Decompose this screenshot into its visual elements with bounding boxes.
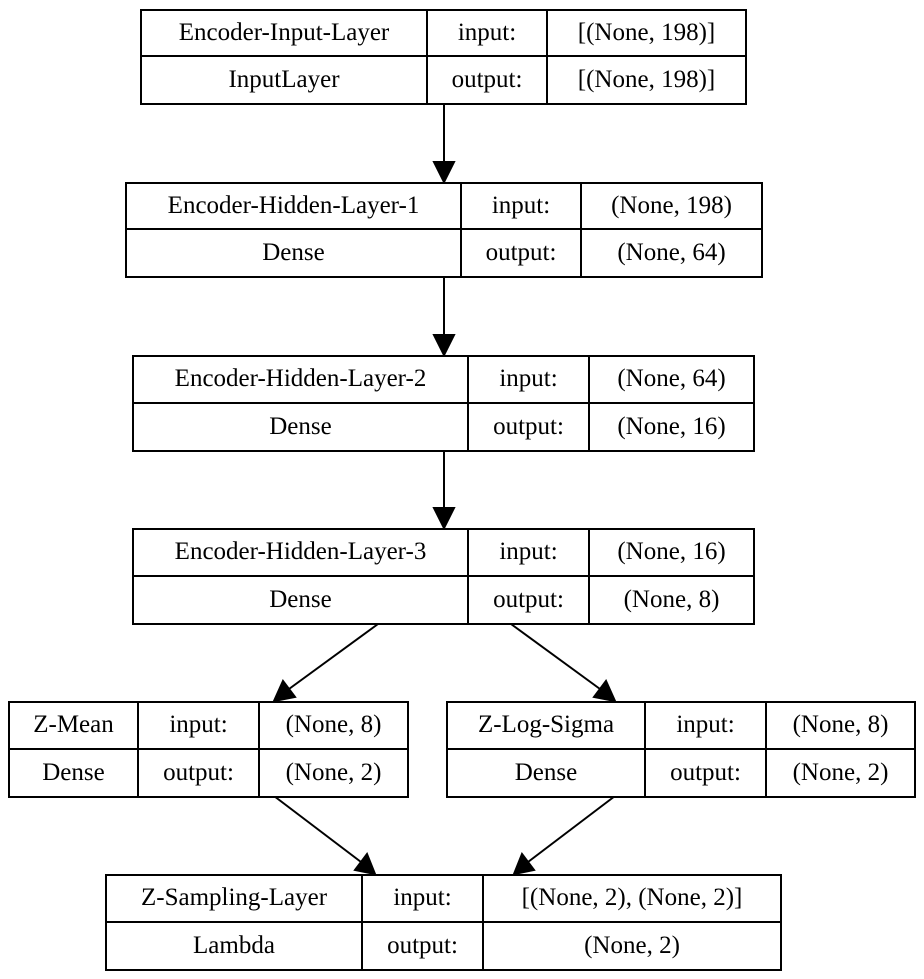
input-label: input: [469,357,590,404]
output-shape: [(None, 198)] [577,66,716,93]
arrowhead-icon [432,507,456,531]
input-shape: (None, 64) [590,357,753,404]
output-label: output: [646,749,767,796]
output-shape: (None, 2) [584,931,680,959]
output-label: output: [469,576,590,623]
input-shape: (None, 8) [767,703,914,750]
arrowhead-icon [272,679,297,703]
edge-hidden-3-to-z-log-sigma [510,623,601,690]
output-label: output: [469,403,590,450]
input-label: input: [363,876,484,923]
node-z-mean: Z-Mean input: (None, 8) Dense output: (N… [8,701,409,798]
input-shape: (None, 198) [582,184,761,230]
layer-name: Z-Log-Sigma [448,703,646,750]
layer-name: Encoder-Input-Layer [142,11,428,57]
node-z-sampling-layer: Z-Sampling-Layer input: [(None, 2), (Non… [105,874,782,971]
layer-type: Lambda [107,922,363,969]
output-shape: (None, 16) [617,412,726,440]
output-label: output: [462,230,582,276]
layer-name: Encoder-Hidden-Layer-1 [127,184,462,230]
input-label: input: [462,184,582,230]
node-encoder-hidden-layer-1: Encoder-Hidden-Layer-1 input: (None, 198… [125,182,763,278]
output-shape: (None, 2) [792,758,889,786]
layer-type: InputLayer [142,57,428,103]
node-z-log-sigma: Z-Log-Sigma input: (None, 8) Dense outpu… [446,701,916,798]
arrowhead-icon [512,851,536,876]
edge-z-log-sigma-to-sampling [527,795,616,863]
input-label: input: [139,703,260,750]
arrowhead-icon [592,679,617,703]
arrowhead-icon [353,851,377,876]
edge-hidden-3-to-z-mean [288,623,379,690]
input-label: input: [428,11,548,57]
layer-type: Dense [134,403,469,450]
layer-name: Encoder-Hidden-Layer-2 [134,357,469,404]
input-shape: (None, 16) [590,530,753,577]
input-shape: [(None, 2), (None, 2)] [484,876,780,923]
node-encoder-hidden-layer-3: Encoder-Hidden-Layer-3 input: (None, 16)… [132,528,755,625]
node-encoder-input-layer: Encoder-Input-Layer input: [(None, 198)]… [140,9,747,105]
output-label: output: [428,57,548,103]
layer-name: Z-Mean [10,703,139,750]
input-shape: (None, 8) [260,703,407,750]
layer-type: Dense [127,230,462,276]
input-shape: [(None, 198)] [548,11,745,57]
output-label: output: [363,922,484,969]
output-label: output: [139,749,260,796]
arrowhead-icon [432,161,456,185]
output-shape: (None, 2) [285,758,382,786]
layer-type: Dense [448,749,646,796]
output-shape: (None, 64) [617,239,726,266]
layer-name: Z-Sampling-Layer [107,876,363,923]
node-encoder-hidden-layer-2: Encoder-Hidden-Layer-2 input: (None, 64)… [132,355,755,452]
edge-z-mean-to-sampling [273,795,362,863]
output-shape: (None, 8) [623,585,720,613]
layer-type: Dense [134,576,469,623]
layer-name: Encoder-Hidden-Layer-3 [134,530,469,577]
arrowhead-icon [432,334,456,358]
input-label: input: [646,703,767,750]
layer-type: Dense [10,749,139,796]
input-label: input: [469,530,590,577]
